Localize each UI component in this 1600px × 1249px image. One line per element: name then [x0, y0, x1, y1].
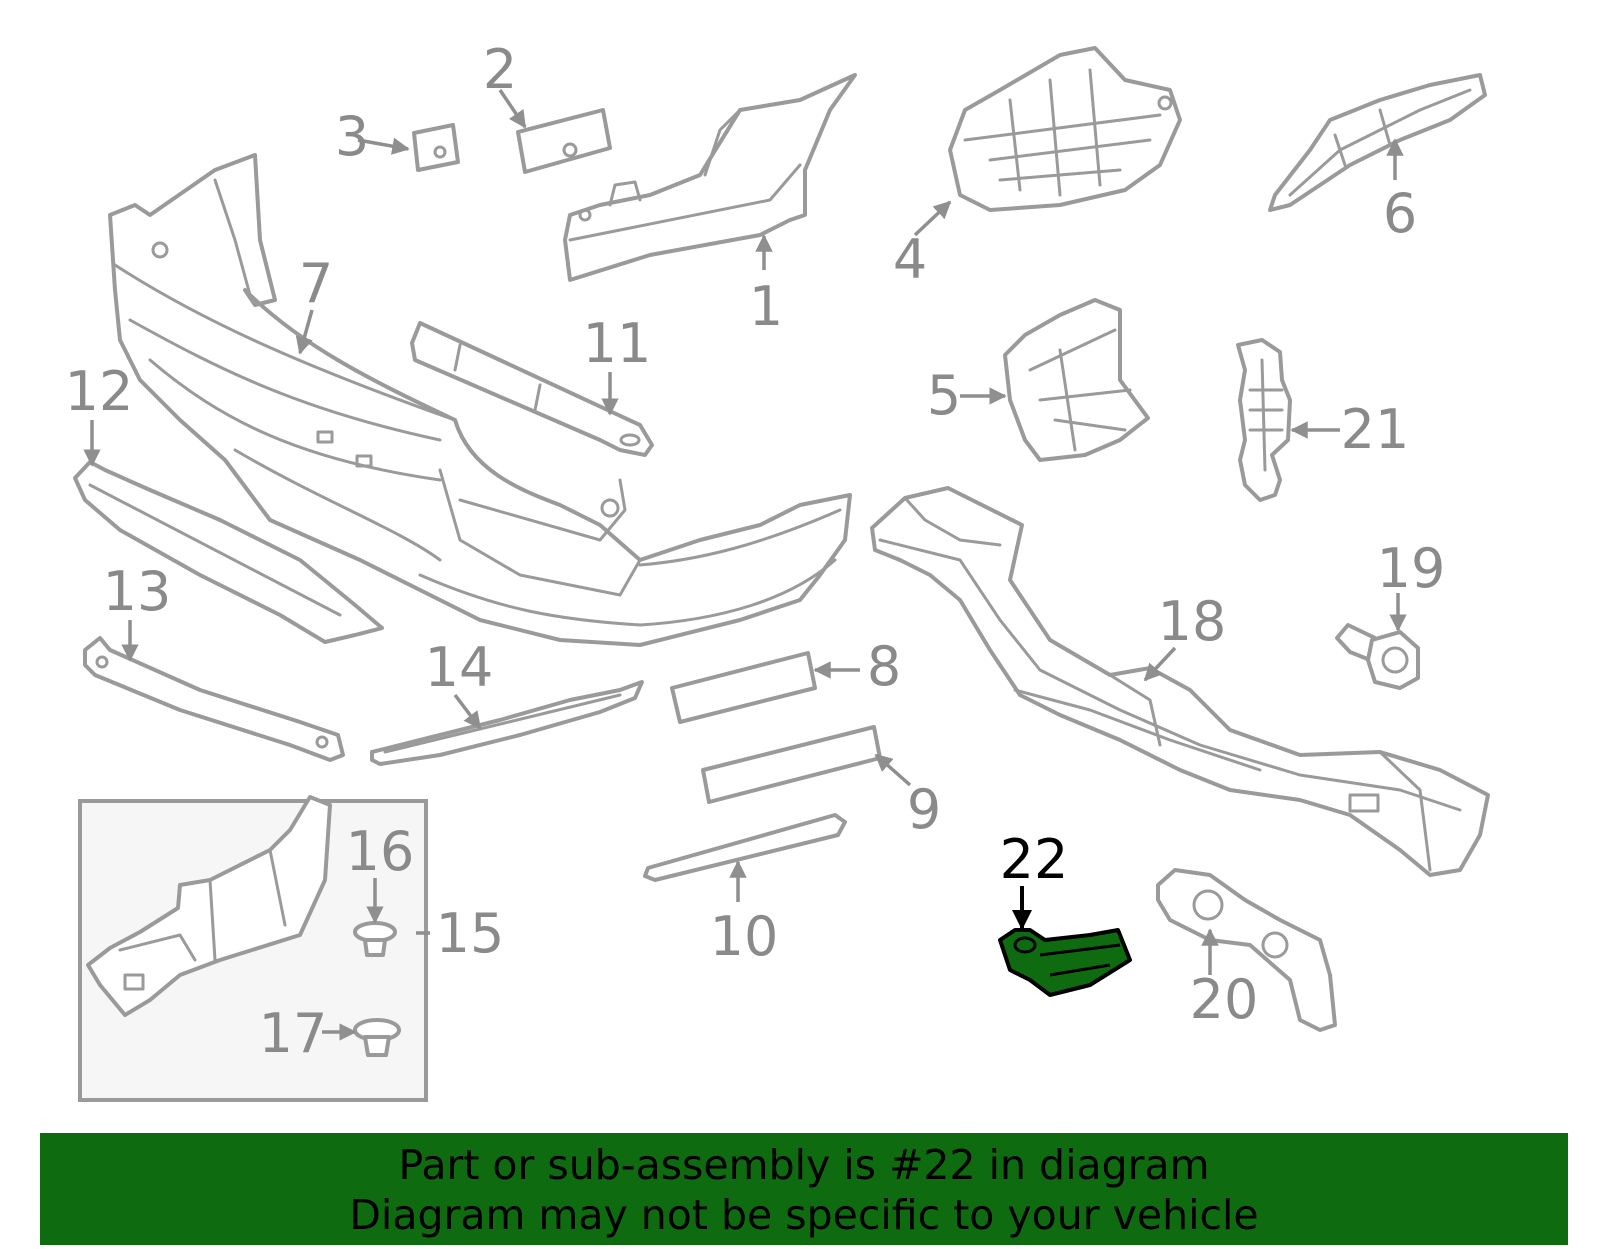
part-7-bumper-cover [108, 153, 852, 647]
callout-19: 19 [1377, 537, 1446, 600]
callout-labels: 1 2 3 4 5 6 7 8 9 10 11 12 13 14 15 16 1… [65, 38, 1446, 1065]
banner-line-1: Part or sub-assembly is #22 in diagram [398, 1141, 1210, 1189]
part-3-block [412, 123, 460, 172]
part-2-pad [516, 108, 612, 174]
callout-21: 21 [1341, 398, 1410, 461]
part-19-bolt [1335, 623, 1420, 690]
part-4-bracket [948, 46, 1182, 212]
callout-5: 5 [927, 364, 961, 427]
part-15-deflector [86, 795, 332, 1017]
part-12-strip [73, 460, 384, 644]
part-20-bracket [1156, 868, 1337, 1032]
part-14-strip [370, 680, 644, 766]
callout-9: 9 [907, 778, 941, 841]
callout-1: 1 [749, 275, 783, 338]
callout-6: 6 [1383, 182, 1417, 245]
callout-20: 20 [1190, 968, 1259, 1031]
callout-16: 16 [346, 820, 415, 883]
callout-22-highlighted: 22 [1000, 828, 1069, 891]
callout-7: 7 [299, 252, 333, 315]
callout-arrows [83, 89, 1407, 1041]
callout-18: 18 [1158, 590, 1227, 653]
part-5-bracket [1003, 298, 1150, 462]
part-9-pad [701, 725, 882, 804]
part-8-pad [670, 651, 817, 724]
callout-8: 8 [867, 635, 901, 698]
callout-17: 17 [259, 1002, 328, 1065]
part-1-cover [563, 73, 857, 282]
callout-10: 10 [710, 905, 779, 968]
part-18-beam [870, 486, 1490, 877]
part-22-highlighted-bracket [998, 928, 1132, 997]
part-17-clip [353, 1018, 401, 1057]
part-13-strip [83, 636, 345, 762]
info-banner: Part or sub-assembly is #22 in diagram D… [40, 1133, 1568, 1245]
callout-4: 4 [893, 228, 927, 291]
callout-2: 2 [483, 38, 517, 101]
callout-13: 13 [103, 560, 172, 623]
part-6-bracket [1268, 73, 1487, 212]
part-11-strip [410, 321, 654, 457]
callout-11: 11 [583, 312, 652, 375]
callout-15: 15 [436, 902, 505, 965]
part-21-bracket [1236, 338, 1292, 502]
callout-14: 14 [425, 636, 494, 699]
callout-3: 3 [335, 105, 369, 168]
banner-line-2: Diagram may not be specific to your vehi… [349, 1191, 1259, 1239]
part-10-strip [643, 813, 847, 882]
part-16-clip [353, 921, 397, 957]
callout-12: 12 [65, 360, 134, 423]
